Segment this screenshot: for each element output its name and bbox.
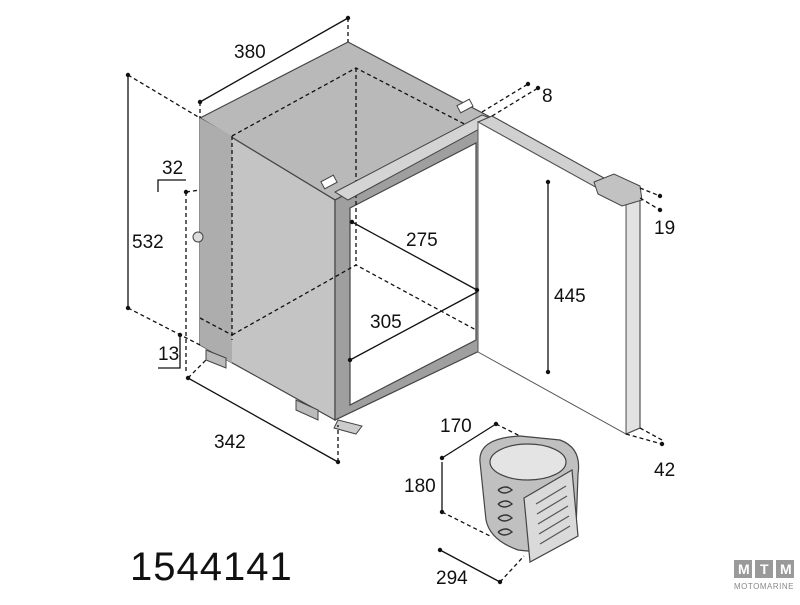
dim-label-compressor-height: 180 [404, 476, 436, 497]
dim-label-foot-height: 13 [158, 344, 179, 365]
logo-letter-1: M [738, 561, 750, 577]
logo-letter-2: T [760, 561, 769, 577]
fridge-cabinet [192, 41, 498, 435]
watermark-logo: M T M MOTOMARINE [734, 560, 794, 591]
hidden-edge-top [231, 67, 477, 340]
dimension-labels: 380 8 32 532 275 305 445 19 13 342 42 17… [132, 42, 675, 589]
top-bracket-left [320, 174, 338, 190]
logo-letter-3: M [780, 561, 792, 577]
dim-label-inner-width: 305 [370, 312, 402, 333]
inner-dimension-lines [347, 179, 551, 375]
dim-label-inner-height: 445 [554, 286, 586, 307]
door-handle [593, 173, 643, 207]
model-code: 1544141 [130, 545, 293, 589]
compressor-cap [489, 443, 567, 481]
dim-label-door-thickness: 42 [654, 460, 675, 481]
dim-label-inner-depth: 275 [406, 230, 438, 251]
logo-brand: MOTOMARINE [734, 582, 794, 591]
dim-label-outer-width: 342 [214, 432, 246, 453]
compressor-coil [497, 486, 514, 536]
logo-box-1 [734, 560, 752, 578]
grille-slats [535, 485, 571, 545]
top-bracket-right [456, 98, 474, 114]
logo-box-2 [755, 560, 773, 578]
dim-label-compressor-depth: 170 [440, 416, 472, 437]
side-knob [192, 231, 204, 243]
door-inner-face [477, 121, 627, 435]
foot-step [333, 419, 363, 435]
dim-label-door-gap: 19 [654, 218, 675, 239]
logo-box-3 [776, 560, 794, 578]
door-front-face [625, 197, 641, 435]
hidden-edge-bottom [199, 264, 477, 336]
dim-label-hinge-offset: 8 [542, 86, 553, 107]
dim-label-compressor-width: 294 [436, 568, 468, 589]
fridge-door [476, 115, 643, 435]
cabinet-side-shade [200, 118, 232, 363]
dim-label-top-depth: 380 [234, 42, 266, 63]
foot-left [205, 349, 227, 369]
outer-dimension-lines [125, 15, 665, 465]
cabinet-opening [349, 142, 477, 406]
compressor-unit [437, 421, 580, 585]
foot-front [295, 399, 319, 421]
dim-label-height: 532 [132, 232, 164, 253]
dim-label-side-offset: 32 [162, 158, 183, 179]
